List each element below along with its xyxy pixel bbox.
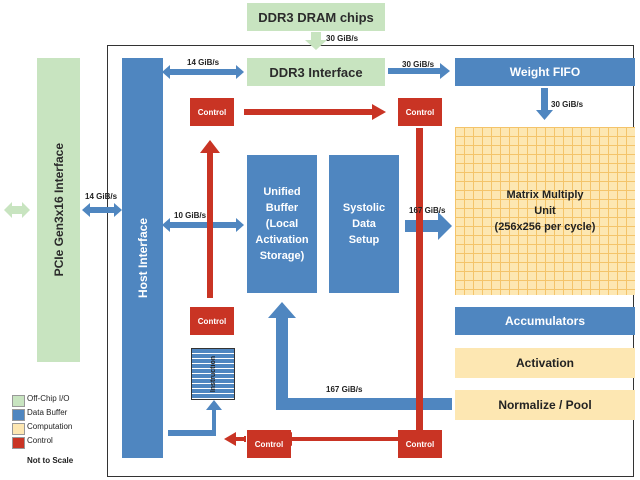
setup-to-mmu-arrow (405, 212, 452, 240)
bw-fifo-to-mmu: 30 GiB/s (551, 100, 584, 109)
bw-ddr3-top: 30 GiB/s (326, 34, 359, 43)
legend-label-offchip: Off-Chip I/O (27, 394, 70, 403)
control-bottom-horizontal (278, 432, 400, 446)
legend-note: Not to Scale (27, 456, 74, 465)
pcie-interface: PCIe Gen3x16 Interface (37, 58, 80, 362)
legend-label-buffer: Data Buffer (27, 408, 68, 417)
ddr3-to-fifo-arrow (388, 63, 450, 79)
ddr3-dram-chips: DDR3 DRAM chips (247, 3, 385, 31)
legend-label-control: Control (27, 436, 53, 445)
unified-buffer: Unified Buffer (Local Activation Storage… (247, 155, 317, 293)
pool-to-buffer-arrow (268, 302, 452, 410)
legend-swatch-computation (12, 423, 25, 435)
host-ddr3-arrow (162, 65, 244, 79)
legend-swatch-offchip (12, 395, 25, 407)
bw-pcie-to-host: 14 GiB/s (85, 192, 118, 201)
control-top-horizontal (244, 104, 386, 120)
host-buffer-arrow (162, 218, 244, 232)
control-left-vertical (200, 140, 220, 298)
pcie-host-arrow (82, 203, 122, 217)
offchip-double-arrow (4, 202, 30, 218)
bw-setup-to-mmu: 167 GiB/s (409, 206, 446, 215)
pcie-interface-label: PCIe Gen3x16 Interface (51, 143, 66, 277)
control-box-bottom-middle: Control (247, 430, 291, 458)
ddr3-interface: DDR3 Interface (247, 58, 385, 86)
normalize-pool: Normalize / Pool (455, 390, 635, 420)
host-to-instruction-arrow (168, 400, 222, 436)
instruction-buffer (191, 348, 235, 400)
accumulators: Accumulators (455, 307, 635, 335)
activation: Activation (455, 348, 635, 378)
legend-swatch-control (12, 437, 25, 449)
host-interface: Host Interface (122, 58, 163, 458)
control-right-vertical (416, 128, 423, 432)
control-bottom-left-tail (244, 436, 246, 442)
instruction-label-wrap: Instruction (191, 348, 235, 400)
fifo-to-mmu-arrow (536, 88, 553, 120)
legend-swatch-buffer (12, 409, 25, 421)
control-box-top-right: Control (398, 98, 442, 126)
bw-host-to-ddr3: 14 GiB/s (187, 58, 220, 67)
systolic-data-setup: Systolic Data Setup (329, 155, 399, 293)
bw-host-to-buffer: 10 GiB/s (174, 211, 207, 220)
control-box-bottom-right: Control (398, 430, 442, 458)
instruction-label: Instruction (209, 355, 217, 393)
bw-pool-to-buffer: 167 GiB/s (326, 385, 363, 394)
control-bottom-left (224, 432, 244, 446)
chips-to-interface-arrow (305, 32, 327, 50)
legend-label-computation: Computation (27, 422, 73, 431)
host-interface-label: Host Interface (135, 217, 150, 299)
control-box-mid-left: Control (190, 307, 234, 335)
weight-fifo: Weight FIFO (455, 58, 635, 86)
bw-ddr3-to-fifo: 30 GiB/s (402, 60, 435, 69)
control-box-top-left: Control (190, 98, 234, 126)
matrix-multiply-unit: Matrix Multiply Unit (256x256 per cycle) (455, 127, 635, 295)
